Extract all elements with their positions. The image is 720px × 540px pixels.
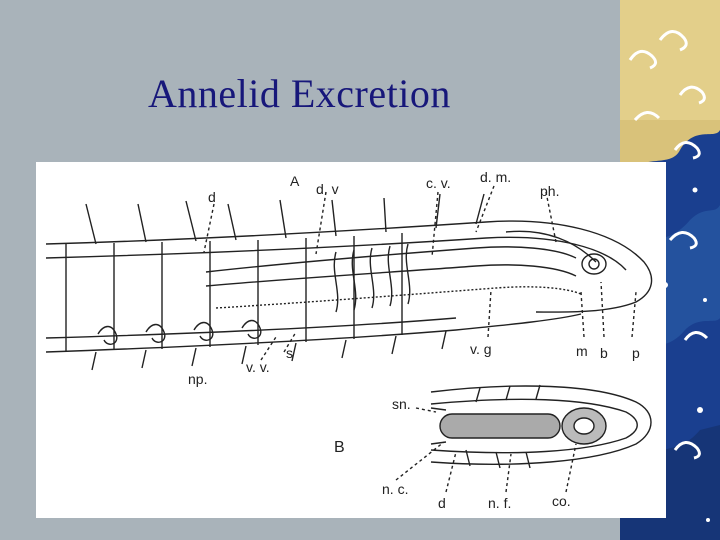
label-d-bottom: d (438, 495, 446, 511)
label-d-top: d (208, 189, 216, 205)
label-dm: d. m. (480, 169, 511, 185)
slide-title: Annelid Excretion (148, 71, 451, 116)
label-nf: n. f. (488, 495, 511, 511)
label-b: b (600, 345, 608, 361)
label-co: co. (552, 493, 571, 509)
label-p: p (632, 345, 640, 361)
label-sn: sn. (392, 396, 411, 412)
label-vg: v. g (470, 341, 492, 357)
label-s: s (286, 345, 293, 361)
annelid-diagram: d A d. v c. v. d. m. ph. s v. v. np. v. … (36, 162, 666, 518)
label-dv: d. v (316, 181, 339, 197)
label-cv: c. v. (426, 175, 451, 191)
label-nc: n. c. (382, 481, 408, 497)
label-b-section: B (334, 439, 345, 456)
label-vv: v. v. (246, 359, 270, 375)
label-m: m (576, 343, 588, 359)
label-np: np. (188, 371, 207, 387)
label-a: A (290, 173, 300, 189)
label-ph: ph. (540, 183, 559, 199)
